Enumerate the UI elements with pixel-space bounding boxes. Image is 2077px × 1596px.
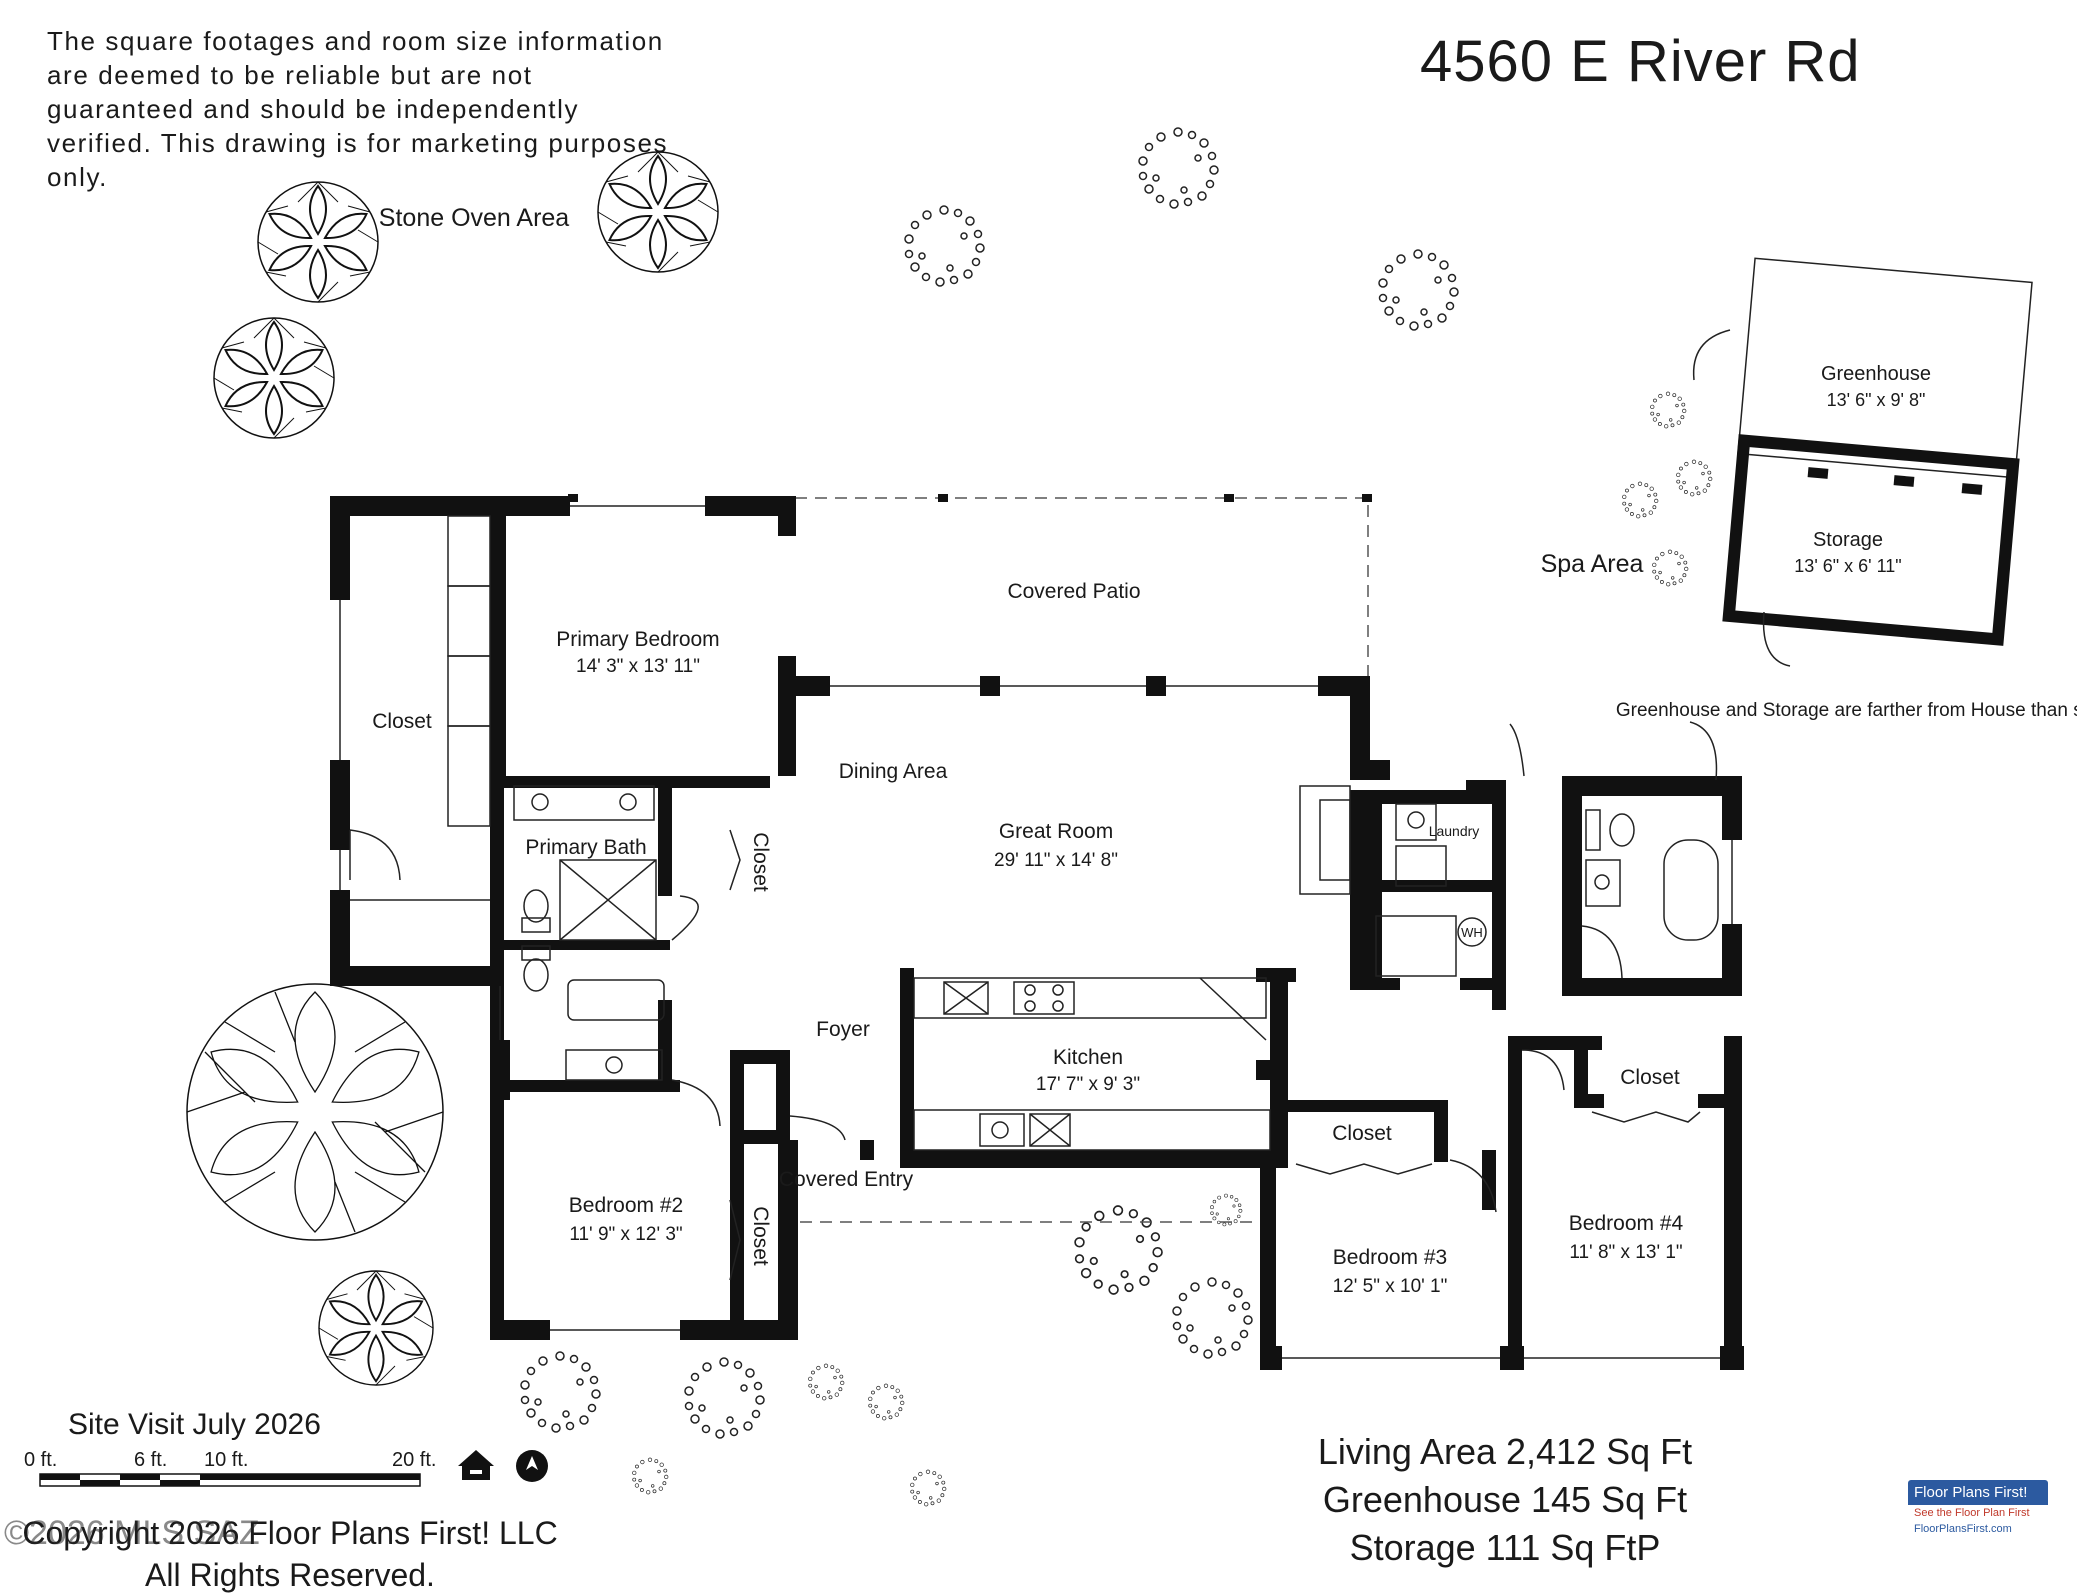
bedroom3-size: 12' 5" x 10' 1" bbox=[1333, 1276, 1448, 1297]
logo-brand: Floor Plans First! bbox=[1908, 1480, 2048, 1505]
greenhouse-note: Greenhouse and Storage are farther from … bbox=[1616, 700, 2077, 721]
greenhouse-name: Greenhouse bbox=[1821, 363, 1931, 385]
north-arrow-icon bbox=[516, 1450, 548, 1482]
kitchen-size: 17' 7" x 9' 3" bbox=[1036, 1074, 1140, 1095]
closet-bath-name: Closet bbox=[749, 832, 772, 892]
foyer-name: Foyer bbox=[816, 1018, 870, 1041]
storage-name: Storage bbox=[1813, 529, 1883, 551]
primary-bedroom-name: Primary Bedroom bbox=[556, 628, 719, 651]
disclaimer: The square footages and room size inform… bbox=[47, 26, 669, 192]
copyright-line: Copyright 2026 Floor Plans First! LLC bbox=[22, 1515, 558, 1551]
interior-lines bbox=[339, 505, 1733, 1359]
scale-bar: 0 ft. 6 ft. 10 ft. 20 ft. bbox=[24, 1449, 436, 1487]
mls-watermark: ©2026 MLS SAZ bbox=[4, 1514, 260, 1552]
primary-bedroom-size: 14' 3" x 13' 11" bbox=[576, 656, 700, 677]
covered-patio-outline bbox=[568, 494, 1372, 688]
closet-left-name: Closet bbox=[372, 710, 432, 733]
site-visit-label: Site Visit July 2026 bbox=[68, 1408, 321, 1441]
scale-label-6: 6 ft. bbox=[134, 1449, 167, 1471]
tree-icon-3 bbox=[597, 151, 719, 273]
exterior-walls bbox=[330, 496, 1744, 1370]
floor-plans-first-logo: Floor Plans First! See the Floor Plan Fi… bbox=[1908, 1480, 2048, 1550]
closet-b3-name: Closet bbox=[1332, 1122, 1392, 1145]
greenhouse-area: Greenhouse 145 Sq Ft bbox=[1322, 1479, 1688, 1520]
laundry-name: Laundry bbox=[1429, 823, 1480, 839]
copyright: Copyright 2026 Floor Plans First! LLC Al… bbox=[0, 1512, 580, 1596]
bedroom3-name: Bedroom #3 bbox=[1333, 1246, 1447, 1269]
wh-label: WH bbox=[1461, 925, 1483, 940]
closet-b4-name: Closet bbox=[1620, 1066, 1680, 1089]
logo-url: FloorPlansFirst.com bbox=[1914, 1523, 2012, 1535]
storage-area: Storage 111 Sq FtP bbox=[1349, 1527, 1661, 1568]
great-room-name: Great Room bbox=[999, 820, 1113, 843]
area-summary: Living Area 2,412 Sq Ft Greenhouse 145 S… bbox=[1305, 1428, 1705, 1572]
bedroom4-name: Bedroom #4 bbox=[1569, 1212, 1684, 1235]
bedroom2-size: 11' 9" x 12' 3" bbox=[569, 1224, 682, 1245]
logo-tagline: See the Floor Plan First bbox=[1914, 1507, 2030, 1519]
equal-housing-icon bbox=[458, 1450, 494, 1480]
kitchen-name: Kitchen bbox=[1053, 1046, 1123, 1069]
primary-bath-name: Primary Bath bbox=[525, 836, 646, 859]
covered-patio-name: Covered Patio bbox=[1007, 580, 1140, 603]
closet-b2-name: Closet bbox=[749, 1206, 772, 1266]
great-room-size: 29' 11" x 14' 8" bbox=[994, 850, 1118, 871]
rights-line: All Rights Reserved. bbox=[145, 1557, 435, 1593]
greenhouse-storage bbox=[1692, 257, 2033, 667]
stone-oven-label: Stone Oven Area bbox=[379, 204, 570, 232]
tree-icon-4 bbox=[186, 983, 444, 1241]
tree-icon-1 bbox=[257, 181, 379, 303]
tree-icon-5 bbox=[318, 1270, 434, 1386]
dining-area-name: Dining Area bbox=[839, 760, 948, 783]
shrub-icons bbox=[520, 127, 1713, 1507]
living-area: Living Area 2,412 Sq Ft bbox=[1317, 1431, 1693, 1472]
scale-label-20: 20 ft. bbox=[392, 1449, 436, 1471]
property-address: 4560 E River Rd bbox=[1420, 29, 1861, 94]
tree-icon-2 bbox=[213, 317, 335, 439]
spa-label: Spa Area bbox=[1541, 550, 1644, 578]
greenhouse-size: 13' 6" x 9' 8" bbox=[1827, 390, 1926, 410]
scale-label-10: 10 ft. bbox=[204, 1449, 248, 1471]
bedroom4-size: 11' 8" x 13' 1" bbox=[1569, 1242, 1682, 1263]
covered-entry-name: Covered Entry bbox=[779, 1168, 914, 1191]
storage-size: 13' 6" x 6' 11" bbox=[1794, 556, 1901, 576]
scale-label-0: 0 ft. bbox=[24, 1449, 57, 1471]
bedroom2-name: Bedroom #2 bbox=[569, 1194, 683, 1217]
